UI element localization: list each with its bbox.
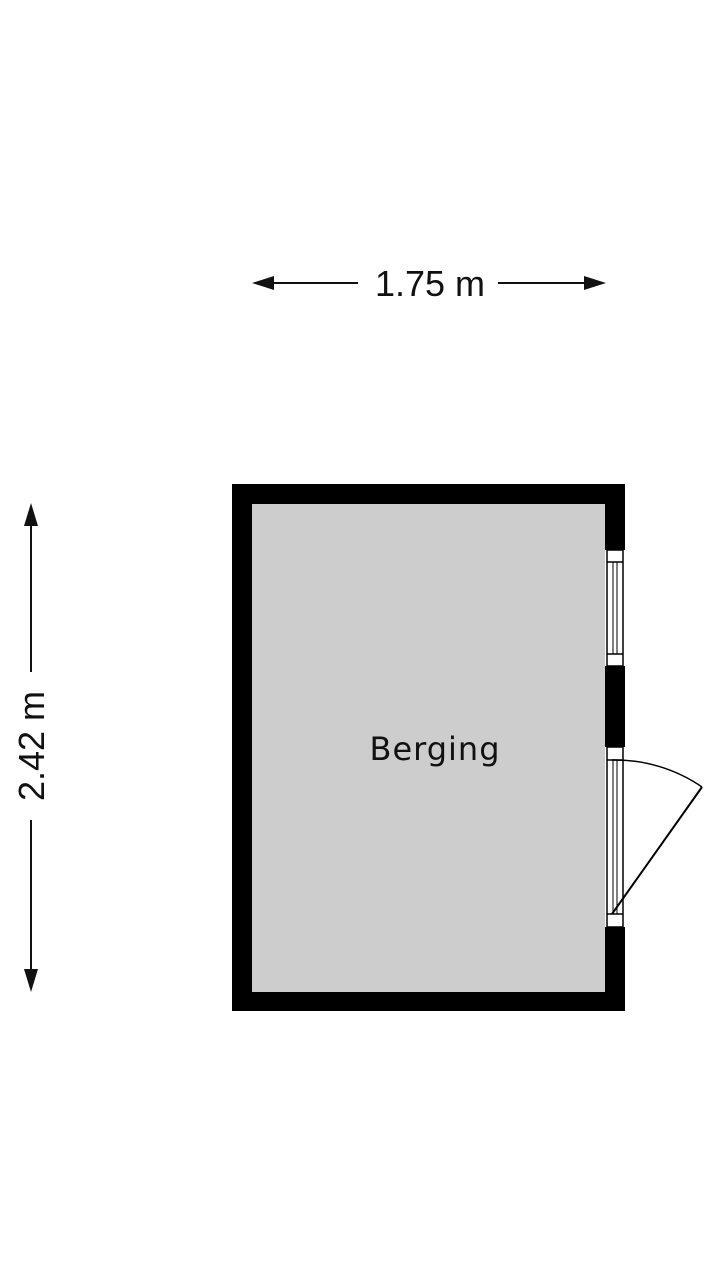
- door-swing-arc: [611, 759, 703, 788]
- height-dimension-label: 2.42 m: [11, 691, 52, 801]
- height-arrow-up-icon: [24, 503, 38, 526]
- door-leaf: [611, 786, 703, 915]
- height-dimension: 2.42 m: [11, 503, 52, 992]
- height-arrow-down-icon: [24, 969, 38, 992]
- wall-left: [232, 484, 252, 1011]
- door: [606, 746, 703, 928]
- width-dimension-label: 1.75 m: [375, 263, 485, 304]
- window: [606, 549, 624, 667]
- wall-top: [232, 484, 625, 504]
- width-arrow-right-icon: [584, 276, 606, 290]
- wall-right-bottom: [605, 927, 625, 1011]
- room-floor: [252, 504, 605, 992]
- wall-bottom: [232, 992, 625, 1011]
- window-frame: [606, 549, 624, 667]
- wall-right-middle: [605, 666, 625, 747]
- width-arrow-left-icon: [252, 276, 274, 290]
- wall-right-top: [605, 484, 625, 550]
- room-label: Berging: [369, 730, 500, 768]
- door-frame: [606, 746, 624, 928]
- width-dimension: 1.75 m: [252, 263, 606, 304]
- walls: [232, 484, 625, 1011]
